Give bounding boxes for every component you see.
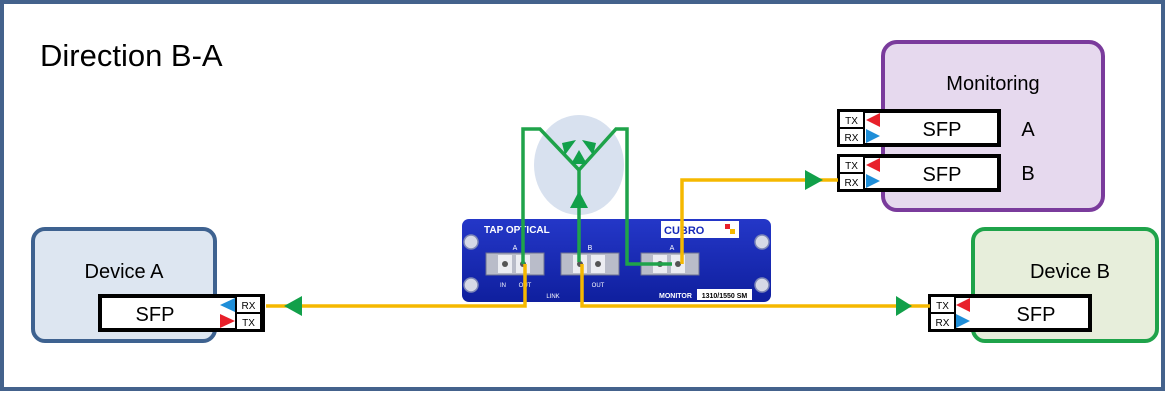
device-a-sfp: SFP RX TX <box>98 294 265 332</box>
monitoring-sfp-a-label: SFP <box>923 119 962 141</box>
monitoring-port-b-label: B <box>1021 163 1034 185</box>
tap-port-a-label: A <box>513 245 518 252</box>
device-b-sfp-label: SFP <box>1017 304 1056 326</box>
tap-monitor-label: MONITOR <box>659 293 692 300</box>
monitoring-b-tx-label: TX <box>845 161 858 172</box>
device-a-rx-label: RX <box>242 301 256 312</box>
monitoring-sfp-b: SFP TX RX <box>837 154 1001 192</box>
fiber-monitor-out <box>680 178 838 264</box>
screw-icon <box>754 234 770 250</box>
tap-panel-title: TAP OPTICAL <box>484 225 550 236</box>
rx-arrow-icon <box>956 314 970 328</box>
screw-icon <box>754 277 770 293</box>
screw-icon <box>463 277 479 293</box>
page-title: Direction B-A <box>40 38 223 73</box>
fiber-a-out <box>266 264 527 308</box>
flow-arrow-icon <box>570 191 588 208</box>
tap-port-a-connector <box>485 252 545 276</box>
tx-arrow-icon <box>866 113 880 127</box>
tap-port-b-label: B <box>588 245 593 252</box>
device-a-tx-label: TX <box>242 318 255 329</box>
monitoring-title: Monitoring <box>946 73 1039 95</box>
tx-arrow-icon <box>956 298 970 312</box>
tx-arrow-icon <box>866 158 880 172</box>
tap-brand-logo: CUBRO <box>664 225 705 237</box>
device-a-tx-port <box>235 312 262 331</box>
flow-arrow-icon <box>571 150 587 164</box>
rx-arrow-icon <box>866 174 880 188</box>
monitoring-port-a-label: A <box>1021 119 1035 141</box>
tap-monitor-port-a-label: A <box>670 245 675 252</box>
monitoring-sfp-a: SFP TX RX <box>837 109 1001 147</box>
internal-path-to-a <box>521 127 581 264</box>
flow-arrow-icon <box>284 296 302 316</box>
rx-arrow-icon <box>220 298 235 312</box>
monitoring-sfp-b-label: SFP <box>923 164 962 186</box>
tap-out-label-b: OUT <box>592 283 605 289</box>
fiber-b-in <box>580 264 930 308</box>
flow-arrow-icon <box>562 140 576 155</box>
device-b-title: Device B <box>1030 261 1110 283</box>
screw-icon <box>463 234 479 250</box>
flow-arrow-icon <box>582 140 596 155</box>
monitoring-a-rx-port <box>838 127 865 146</box>
internal-path-to-monitor <box>577 127 672 266</box>
device-b-rx-port <box>929 312 956 331</box>
device-b-sfp: SFP TX RX <box>928 294 1092 332</box>
device-b-tx-label: TX <box>936 301 949 312</box>
tap-port-b-connector <box>560 252 620 276</box>
tap-link-label: LINK <box>546 294 559 300</box>
rx-arrow-icon <box>866 129 880 143</box>
monitoring-a-rx-label: RX <box>845 133 859 144</box>
tap-spec-badge: 1310/1550 SM <box>702 293 748 300</box>
tx-arrow-icon <box>220 314 235 328</box>
tap-optical-panel: TAP OPTICAL CUBRO A IN OUT B OUT LINK A … <box>462 219 771 302</box>
monitoring-b-rx-label: RX <box>845 178 859 189</box>
monitoring-b-rx-port <box>838 172 865 191</box>
flow-arrow-icon <box>896 296 912 316</box>
monitoring-a-tx-label: TX <box>845 116 858 127</box>
tap-in-label: IN <box>500 283 506 289</box>
flow-arrow-icon <box>805 170 823 190</box>
device-a-title: Device A <box>85 261 165 283</box>
device-a-sfp-label: SFP <box>136 304 175 326</box>
splitter-ellipse <box>534 115 624 215</box>
device-b-rx-label: RX <box>936 318 950 329</box>
